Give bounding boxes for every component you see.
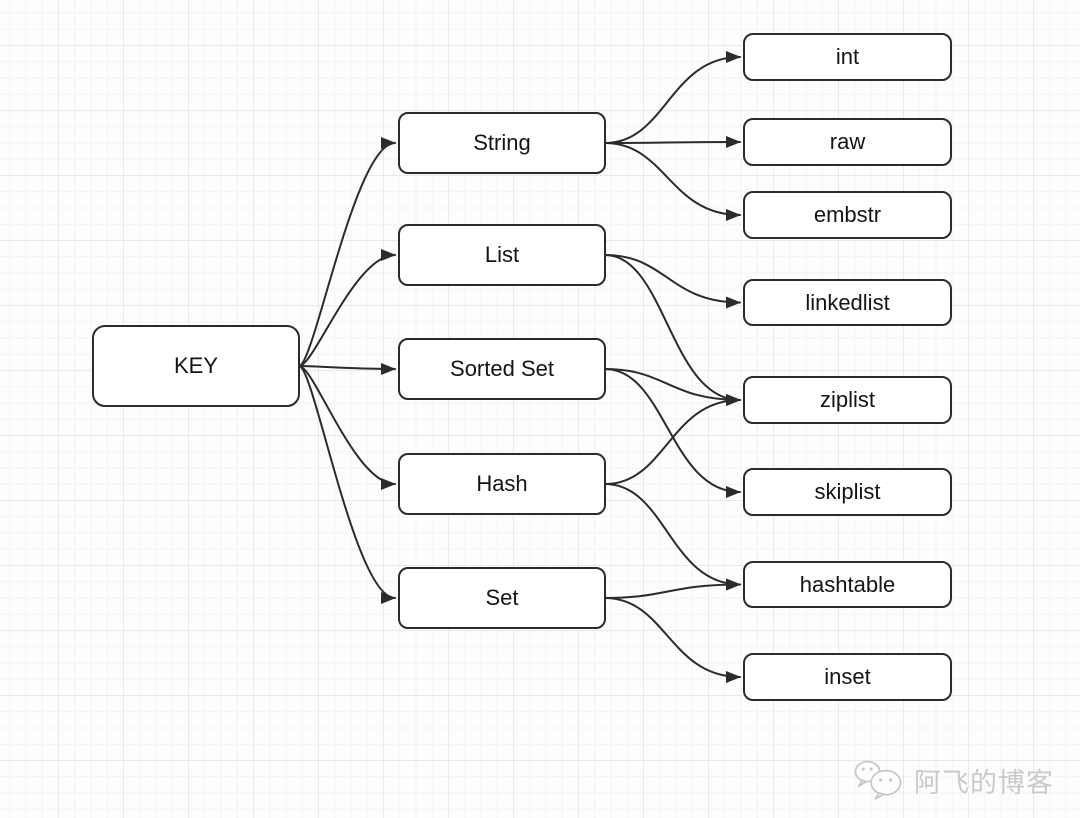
watermark-text: 阿飞的博客 bbox=[914, 767, 1054, 798]
edge-string-embstr bbox=[604, 142, 741, 221]
node-int: int bbox=[743, 33, 952, 81]
edge-set-inset bbox=[604, 597, 741, 683]
edge-key-set bbox=[298, 365, 396, 604]
node-embstr: embstr bbox=[743, 191, 952, 239]
wechat-icon bbox=[854, 760, 902, 800]
edge-string-int bbox=[604, 51, 741, 144]
edge-string-raw bbox=[604, 136, 741, 149]
edge-sorted-set-skiplist bbox=[604, 368, 741, 498]
node-linkedlist: linkedlist bbox=[743, 279, 952, 326]
edge-set-hashtable bbox=[604, 578, 741, 599]
watermark: 阿飞的博客 bbox=[852, 758, 1054, 802]
node-list: List bbox=[398, 224, 606, 286]
edge-key-string bbox=[298, 137, 396, 367]
node-string: String bbox=[398, 112, 606, 174]
node-ziplist: ziplist bbox=[743, 376, 952, 424]
node-sorted-set: Sorted Set bbox=[398, 338, 606, 400]
node-set: Set bbox=[398, 567, 606, 629]
edge-key-sorted-set bbox=[298, 362, 396, 375]
node-inset: inset bbox=[743, 653, 952, 701]
node-key: KEY bbox=[92, 325, 300, 407]
edge-key-hash bbox=[298, 365, 396, 490]
node-hashtable: hashtable bbox=[743, 561, 952, 608]
edge-list-linkedlist bbox=[604, 254, 741, 309]
edge-hash-hashtable bbox=[604, 483, 741, 591]
edge-sorted-set-ziplist bbox=[604, 368, 741, 406]
node-hash: Hash bbox=[398, 453, 606, 515]
node-raw: raw bbox=[743, 118, 952, 166]
edge-key-list bbox=[298, 249, 396, 367]
edge-hash-ziplist bbox=[604, 394, 741, 485]
edge-list-ziplist bbox=[604, 254, 741, 406]
node-skiplist: skiplist bbox=[743, 468, 952, 516]
